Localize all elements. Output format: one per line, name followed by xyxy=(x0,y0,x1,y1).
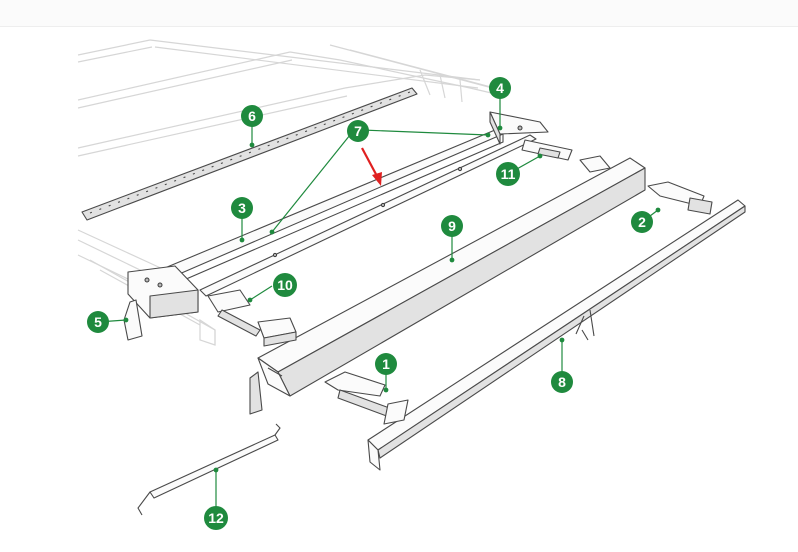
red-arrow-indicator xyxy=(361,147,382,186)
callout-8-label: 8 xyxy=(558,374,566,390)
callout-10-label: 10 xyxy=(277,277,293,293)
callout-12: 12 xyxy=(204,506,228,530)
strap-part-5 xyxy=(123,299,263,415)
top-bar xyxy=(0,0,798,27)
callout-2: 2 xyxy=(631,211,653,233)
rail-part-7 xyxy=(199,134,537,297)
callout-9-label: 9 xyxy=(448,218,456,234)
callout-8: 8 xyxy=(551,371,573,393)
callout-5-label: 5 xyxy=(94,314,102,330)
hinge-part-10 xyxy=(207,289,297,347)
callout-11-label: 11 xyxy=(501,166,516,182)
callout-6-label: 6 xyxy=(248,108,256,124)
callout-3-label: 3 xyxy=(238,200,246,216)
beam-part-9 xyxy=(257,157,646,397)
bracket-part-4 xyxy=(489,111,549,145)
callout-1-label: 1 xyxy=(382,356,390,372)
bar-part-8 xyxy=(367,199,746,471)
hinge-part-2 xyxy=(579,155,713,215)
end-bracket-left xyxy=(127,265,199,319)
hinge-part-1 xyxy=(324,371,409,425)
callout-4-label: 4 xyxy=(496,80,504,96)
callout-6: 6 xyxy=(241,105,263,127)
callout-10: 10 xyxy=(273,273,297,297)
callout-7: 7 xyxy=(347,120,369,142)
callout-5: 5 xyxy=(87,311,109,333)
rail-part-6 xyxy=(81,87,418,221)
callout-9: 9 xyxy=(441,215,463,237)
callout-3: 3 xyxy=(231,197,253,219)
lever-part-12 xyxy=(137,423,281,516)
callout-1: 1 xyxy=(375,353,397,375)
callout-2-label: 2 xyxy=(638,214,646,230)
callout-11: 11 xyxy=(496,162,520,186)
bracket-part-11 xyxy=(521,139,573,161)
callout-7-label: 7 xyxy=(354,123,362,139)
callout-12-label: 12 xyxy=(208,510,224,526)
callout-4: 4 xyxy=(489,77,511,99)
